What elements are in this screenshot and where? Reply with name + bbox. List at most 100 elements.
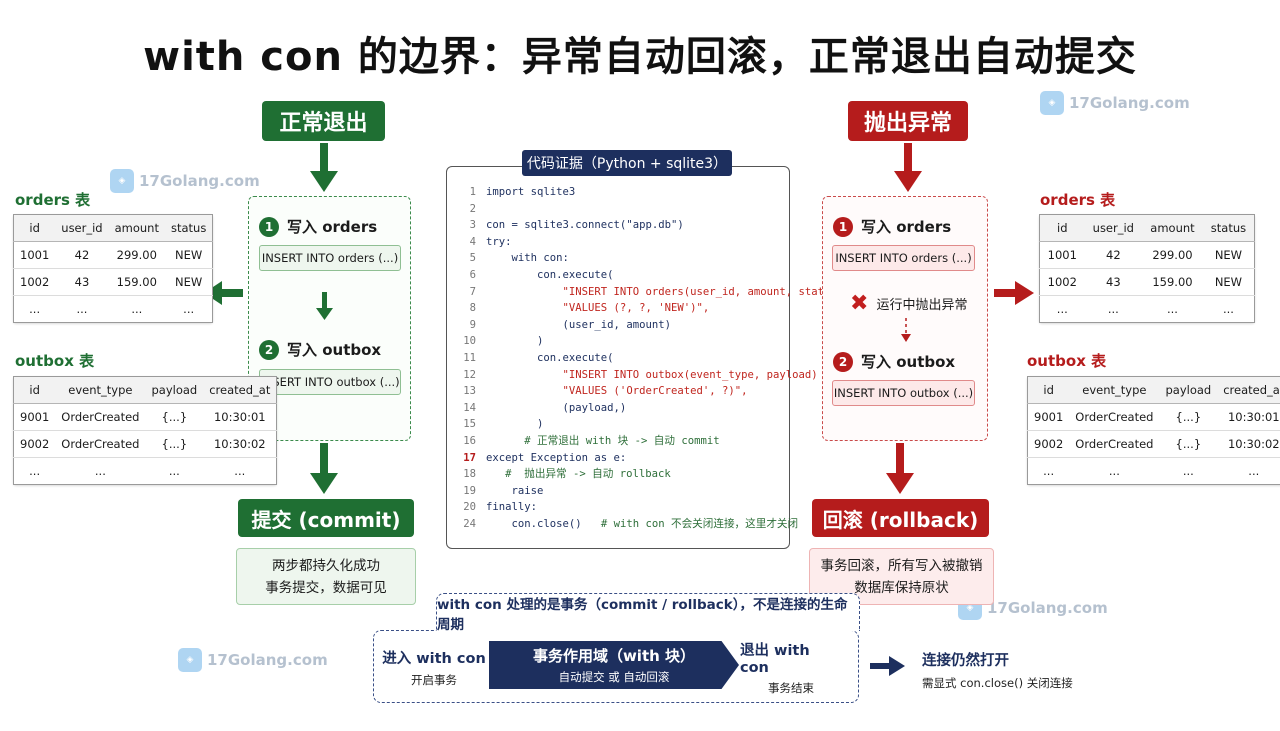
table-cell: NEW [1202,268,1255,296]
table-cell: ... [76,302,88,316]
table-cell: ... [1043,464,1055,478]
line-number: 1 [469,186,476,198]
transaction-scope-arrow: 事务作用域（with 块） 自动提交 或 自动回滚 [489,641,739,689]
table-cell: {...} [1159,430,1218,458]
table-cell: ... [183,302,195,316]
code-text: con = sqlite3.connect("app.db") [486,219,684,232]
code-text: con.execute( [486,268,614,281]
column-header: user_id [1084,214,1143,242]
orders-table-label: orders 表 [15,191,91,209]
table-cell: 159.00 [108,268,165,296]
outbox-table-label: outbox 表 [1027,352,1107,370]
table-cell: ... [168,464,180,478]
code-text: con.execute( [486,351,614,364]
normal-exit-label: 正常退出 [262,101,385,141]
table-cell: ... [1056,302,1068,316]
table-cell: {...} [1159,403,1218,431]
table-row: ............ [1028,458,1280,485]
code-text: # 正常退出 with 块 -> 自动 commit [486,434,720,447]
code-text: ) [486,335,544,348]
code-text: finally: [486,501,538,514]
watermark: ◈ 17Golang.com [1040,91,1190,115]
code-line: 10 ) [452,333,788,350]
code-text: try: [486,235,512,248]
table-cell: 43 [55,268,109,296]
connection-still-open: 连接仍然打开 需显式 con.close() 关闭连接 [922,653,1073,690]
table-cell: 10:30:01 [203,403,277,431]
column-header: user_id [55,214,109,242]
line-number: 8 [469,302,476,315]
code-text: import sqlite3 [486,186,576,198]
right-arrow-icon [994,281,1034,305]
down-arrow-icon [894,143,922,192]
step-write-outbox: 2 写入 outbox [259,339,381,360]
table-cell: OrderCreated [55,403,146,431]
table-row: ............ [14,458,277,485]
orders-table-label: orders 表 [1040,191,1116,209]
table-row: ............ [14,296,213,323]
step-number-1: 1 [833,216,853,237]
code-text: raise [486,484,544,497]
column-header: status [164,214,213,242]
line-number: 7 [469,285,476,298]
table-cell: 159.00 [1142,268,1203,296]
table-cell: NEW [164,241,213,269]
code-line: 20 finally: [452,499,788,516]
line-number: 12 [463,368,476,381]
error-x-icon: ✖ [850,291,869,316]
table-cell: NEW [1202,241,1255,269]
column-header: amount [1142,214,1203,242]
table-cell: 10:30:01 [1217,403,1280,431]
code-line: 5 with con: [452,250,788,267]
code-text: "INSERT INTO outbox(event_type, payload)… [486,368,831,381]
column-header: status [1202,214,1255,242]
line-number: 6 [469,268,476,281]
table-cell: 10:30:02 [1217,430,1280,458]
code-line: 16 # 正常退出 with 块 -> 自动 commit [452,433,788,450]
code-line: 9 (user_id, amount) [452,317,788,334]
table-cell: ... [1182,464,1194,478]
page-title: with con 的边界：异常自动回滚，正常退出自动提交 [143,34,1137,80]
down-arrow-icon [310,143,338,192]
line-number: 3 [469,219,476,232]
column-header: created_at [203,376,277,404]
dashed-down-arrow-icon [901,318,911,342]
table-cell: OrderCreated [55,430,146,458]
code-text: "INSERT INTO orders(user_id, amount, sta… [486,285,856,298]
code-panel-title: 代码证据（Python + sqlite3） [522,150,732,176]
code-text: "VALUES (?, ?, 'NEW')", [486,302,710,315]
line-number: 20 [463,501,476,514]
code-text: with con: [486,252,569,265]
line-number: 17 [463,451,476,464]
sql-insert-outbox: INSERT INTO outbox (...) [259,369,401,395]
column-header: id [13,214,56,242]
table-cell: OrderCreated [1069,403,1160,431]
table-cell: 10:30:02 [203,430,277,458]
table-cell: 9001 [13,403,56,431]
column-header: payload [145,376,204,404]
step-write-orders: 1 写入 orders [259,216,377,237]
table-cell: 42 [1084,241,1143,269]
line-number: 15 [463,418,476,431]
line-number: 13 [463,385,476,398]
code-line: 8 "VALUES (?, ?, 'NEW')", [452,300,788,317]
table-cell: 42 [55,241,109,269]
table-cell: 299.00 [108,241,165,269]
code-line: 1 import sqlite3 [452,184,788,201]
step-number-2: 2 [259,339,279,360]
table-cell: 43 [1084,268,1143,296]
table-cell: ... [1222,302,1234,316]
code-line: 12 "INSERT INTO outbox(event_type, paylo… [452,367,830,384]
column-header: amount [108,214,165,242]
code-line: 14 (payload,) [452,400,788,417]
